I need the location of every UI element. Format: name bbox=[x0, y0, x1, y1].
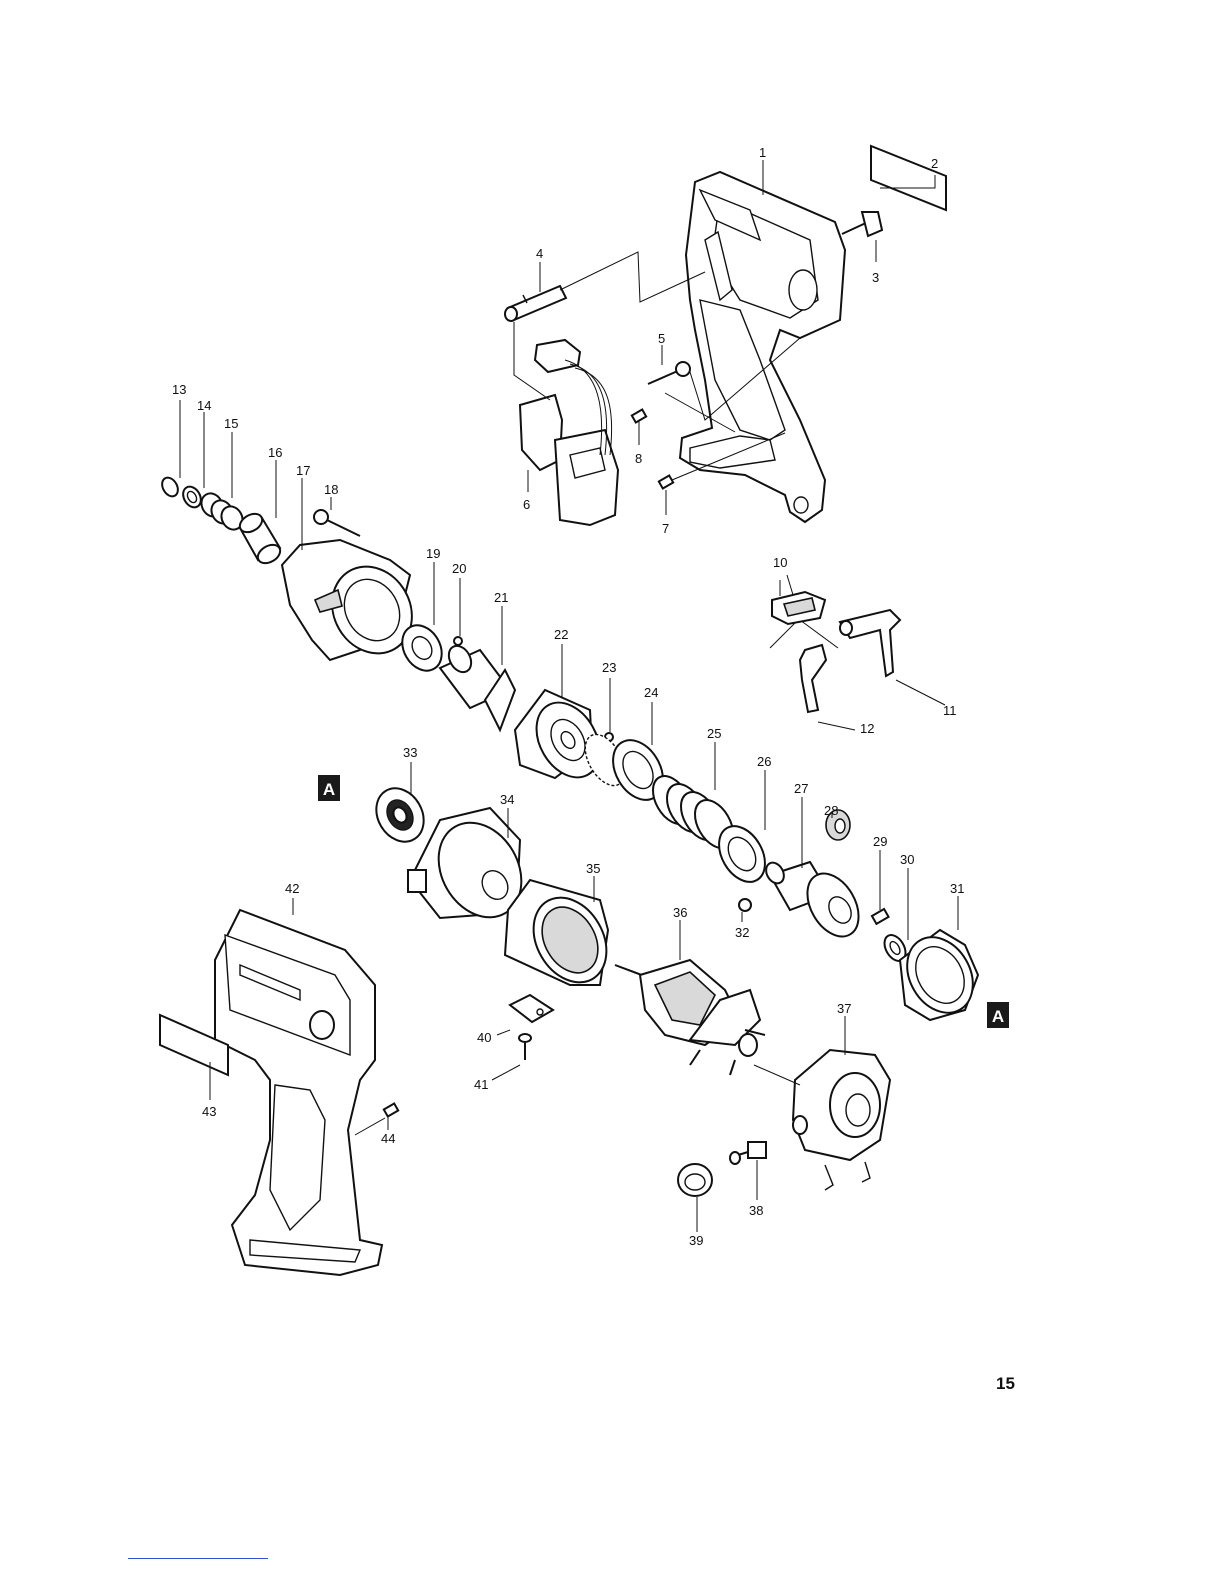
callout-6: 6 bbox=[523, 497, 530, 512]
callout-44: 44 bbox=[381, 1131, 395, 1146]
callout-12: 12 bbox=[860, 721, 874, 736]
callout-13: 13 bbox=[172, 382, 186, 397]
part-21-anvil bbox=[440, 642, 515, 730]
callout-26: 26 bbox=[757, 754, 771, 769]
part-5-screw bbox=[648, 362, 690, 384]
callout-29: 29 bbox=[873, 834, 887, 849]
callout-16: 16 bbox=[268, 445, 282, 460]
callout-20: 20 bbox=[452, 561, 466, 576]
part-11-terminal bbox=[840, 610, 900, 676]
callout-19: 19 bbox=[426, 546, 440, 561]
part-29-pin bbox=[872, 909, 889, 924]
callout-23: 23 bbox=[602, 660, 616, 675]
callout-27: 27 bbox=[794, 781, 808, 796]
footer-rule bbox=[128, 1558, 268, 1559]
part-12-terminal bbox=[800, 645, 826, 712]
callout-14: 14 bbox=[197, 398, 211, 413]
part-6-switch bbox=[520, 340, 618, 525]
callout-36: 36 bbox=[673, 905, 687, 920]
part-14-washer bbox=[180, 483, 205, 510]
svg-text:A: A bbox=[323, 780, 335, 799]
callout-11: 11 bbox=[943, 703, 957, 718]
callout-40: 40 bbox=[477, 1030, 491, 1045]
callout-22: 22 bbox=[554, 627, 568, 642]
part-31-internal-gear bbox=[894, 925, 986, 1024]
callout-41: 41 bbox=[474, 1077, 488, 1092]
part-3-screw bbox=[842, 212, 882, 236]
callout-17: 17 bbox=[296, 463, 310, 478]
callout-43: 43 bbox=[202, 1104, 216, 1119]
callout-4: 4 bbox=[536, 246, 543, 261]
callout-25: 25 bbox=[707, 726, 721, 741]
callout-3: 3 bbox=[872, 270, 879, 285]
part-10-brush-holder bbox=[772, 592, 825, 624]
callout-24: 24 bbox=[644, 685, 658, 700]
part-39-brush-cap bbox=[678, 1164, 712, 1196]
part-18-screw bbox=[314, 510, 360, 536]
callout-38: 38 bbox=[749, 1203, 763, 1218]
part-44-pin bbox=[384, 1104, 398, 1117]
callout-8: 8 bbox=[635, 451, 642, 466]
page-number: 15 bbox=[996, 1374, 1015, 1394]
callout-32: 32 bbox=[735, 925, 749, 940]
part-7-pin bbox=[659, 476, 673, 489]
callout-37: 37 bbox=[837, 1001, 851, 1016]
callout-34: 34 bbox=[500, 792, 514, 807]
callout-1: 1 bbox=[759, 145, 766, 160]
reference-marker-a-lower: A bbox=[987, 1002, 1009, 1028]
callout-39: 39 bbox=[689, 1233, 703, 1248]
callout-10: 10 bbox=[773, 555, 787, 570]
reference-marker-a-upper: A bbox=[318, 775, 340, 801]
callout-21: 21 bbox=[494, 590, 508, 605]
svg-text:A: A bbox=[992, 1007, 1004, 1026]
callout-30: 30 bbox=[900, 852, 914, 867]
part-40-plate bbox=[510, 995, 553, 1022]
part-4-lever bbox=[505, 286, 566, 321]
callout-2: 2 bbox=[931, 156, 938, 171]
part-38-carbon-brush bbox=[730, 1142, 766, 1164]
part-36-armature bbox=[615, 960, 765, 1075]
callout-28: 28 bbox=[824, 803, 838, 818]
part-41-screw bbox=[519, 1034, 531, 1060]
part-16-sleeve bbox=[237, 510, 284, 567]
callout-42: 42 bbox=[285, 881, 299, 896]
callout-35: 35 bbox=[586, 861, 600, 876]
part-20-ball bbox=[454, 637, 462, 645]
callout-7: 7 bbox=[662, 521, 669, 536]
callout-15: 15 bbox=[224, 416, 238, 431]
part-32-ball bbox=[739, 899, 751, 911]
part-37-end-plate bbox=[793, 1050, 890, 1190]
part-42-housing-half bbox=[215, 910, 382, 1275]
part-1-housing-half bbox=[680, 172, 845, 522]
part-27-spindle bbox=[763, 859, 869, 945]
part-33-ball-bearing bbox=[367, 780, 433, 850]
callout-5: 5 bbox=[658, 331, 665, 346]
callout-33: 33 bbox=[403, 745, 417, 760]
callout-31: 31 bbox=[950, 881, 964, 896]
part-13-retaining-ring bbox=[159, 475, 181, 499]
part-35-yoke bbox=[505, 880, 621, 995]
callout-18: 18 bbox=[324, 482, 338, 497]
